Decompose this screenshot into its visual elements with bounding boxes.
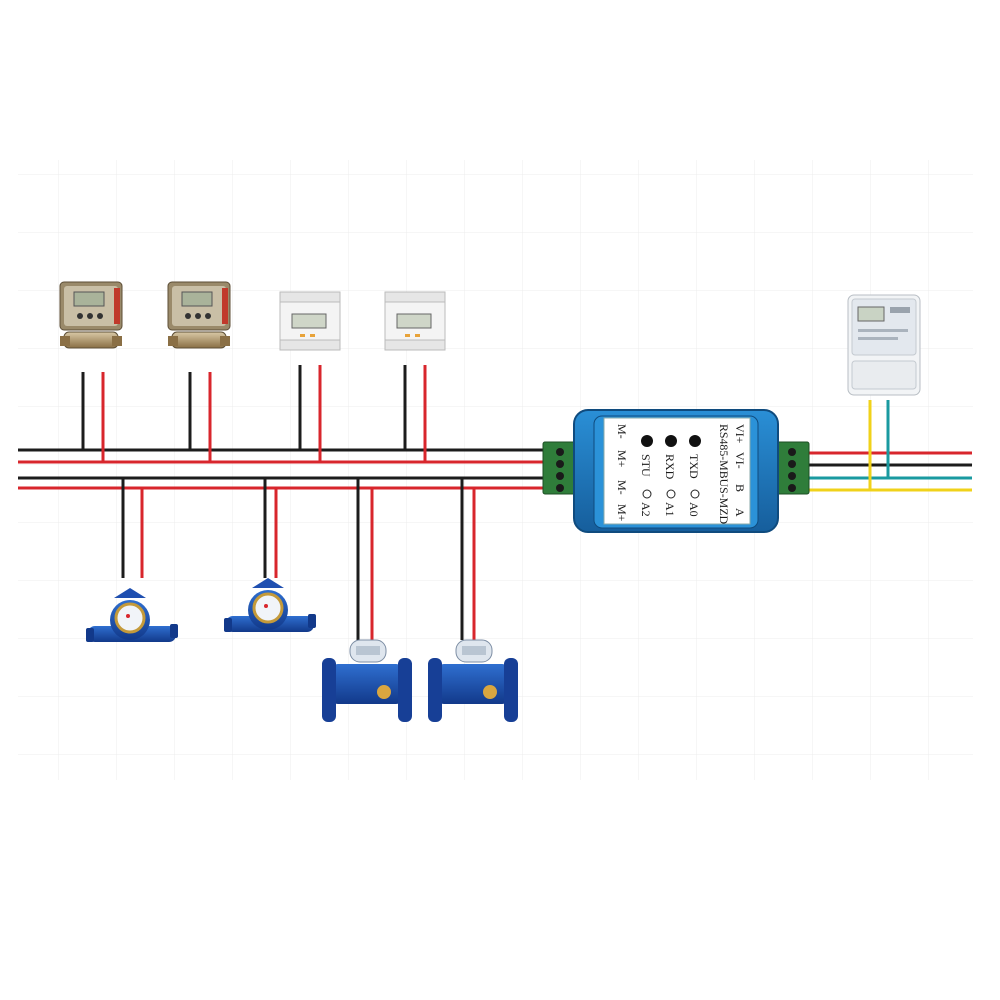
mbus-terminal-block: [542, 441, 578, 495]
led-txd: [689, 435, 701, 447]
address-label-a0: A0: [687, 502, 701, 517]
terminal-labels-top: VI+ VI- B A: [733, 424, 747, 517]
lcd-display: [356, 646, 380, 655]
led-label-stu: STU: [639, 454, 653, 477]
lcd-display: [291, 313, 327, 329]
address-label-a2: A2: [639, 502, 653, 517]
terminal-labels-bottom: M- M+ M- M+: [615, 424, 629, 522]
lcd-display: [857, 306, 885, 322]
din-rail-meter-1: [279, 291, 341, 351]
terminal-label-b: B: [733, 484, 747, 492]
terminal-label-vi-minus: VI-: [733, 452, 747, 469]
terminal-label-m-plus-1: M+: [615, 450, 629, 468]
water-meter-2: [224, 578, 316, 632]
led-label-rxd: RXD: [663, 454, 677, 480]
mbus-left-bus: [18, 365, 545, 640]
converter-label-panel: [603, 417, 751, 525]
address-switch-a1[interactable]: [666, 489, 676, 499]
terminal-label-a: A: [733, 508, 747, 517]
flanged-water-meter-1: [322, 639, 412, 722]
led-indicators: TXD RXD STU: [639, 435, 701, 480]
terminal-label-m-plus-2: M+: [615, 504, 629, 522]
lcd-display: [181, 291, 213, 307]
dial-face: [114, 602, 146, 634]
led-label-txd: TXD: [687, 454, 701, 479]
din-rail-meter-2: [384, 291, 446, 351]
address-label-a1: A1: [663, 502, 677, 517]
heat-meter-1: [59, 281, 123, 349]
dial-face: [252, 592, 284, 624]
water-meter-1: [86, 588, 178, 642]
terminal-label-m-minus-2: M-: [615, 480, 629, 495]
lcd-display: [396, 313, 432, 329]
model-label: RS485-MBUS-MZD: [717, 424, 731, 524]
flanged-water-meter-2: [428, 639, 518, 722]
rs485-terminal-block: [774, 441, 810, 495]
lcd-display: [73, 291, 105, 307]
terminal-label-vi-plus: VI+: [733, 424, 747, 444]
heat-meter-2: [167, 281, 231, 349]
led-stu: [641, 435, 653, 447]
address-switch-a2[interactable]: [642, 489, 652, 499]
lcd-display: [462, 646, 486, 655]
electricity-meter: [847, 294, 921, 396]
led-rxd: [665, 435, 677, 447]
address-switches: A0 A1 A2: [639, 489, 701, 517]
address-switch-a0[interactable]: [690, 489, 700, 499]
rs485-right-bus: [808, 400, 972, 492]
rs485-mbus-converter: VI+ VI- B A RS485-MBUS-MZD TXD RXD STU A…: [542, 409, 810, 533]
terminal-label-m-minus-1: M-: [615, 424, 629, 439]
